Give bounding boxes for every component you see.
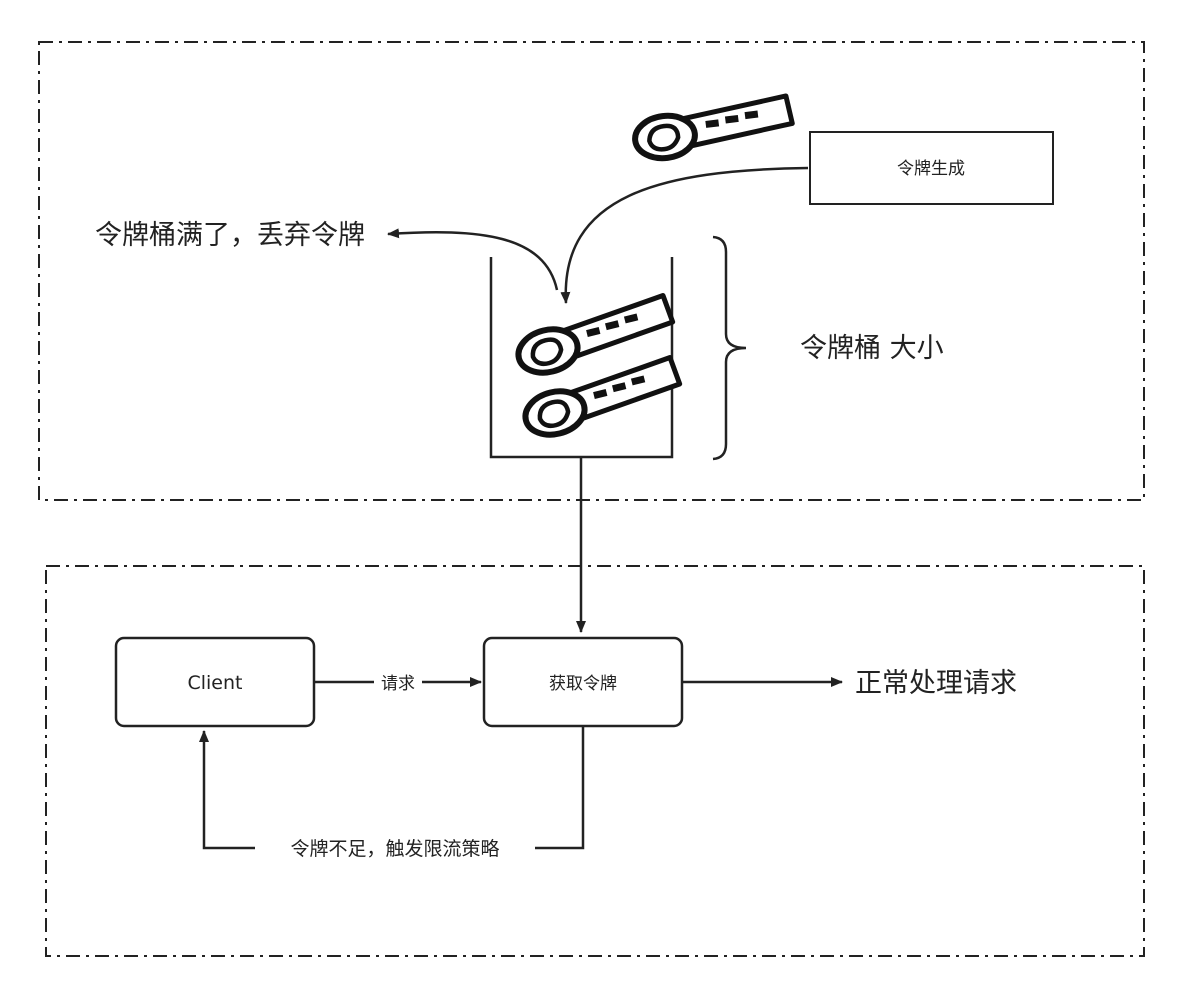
request-label: 请求 [381, 674, 415, 694]
overflow-label: 令牌桶满了，丢弃令牌 [95, 220, 365, 251]
insufficient-return-path [199, 730, 255, 850]
request-handling-region [45, 565, 1145, 957]
generate-to-bucket-arrow [560, 166, 809, 304]
token-generation-region [38, 41, 1145, 501]
overflow-discard-arrow [387, 228, 559, 291]
falling-token-icon [632, 96, 795, 162]
insufficient-label: 令牌不足，触发限流策略 [290, 838, 499, 860]
token-generator-box [809, 131, 1054, 205]
client-box [114, 636, 316, 728]
token-generator-label: 令牌生成 [897, 159, 965, 179]
get-token-box [482, 636, 684, 728]
get-token-label: 获取令牌 [549, 674, 617, 694]
success-label: 正常处理请求 [855, 668, 1017, 699]
bucket-size-label: 令牌桶 大小 [800, 333, 944, 364]
insufficient-return-path [535, 727, 585, 850]
client-label: Client [187, 672, 242, 694]
bucket-size-brace [712, 235, 747, 461]
